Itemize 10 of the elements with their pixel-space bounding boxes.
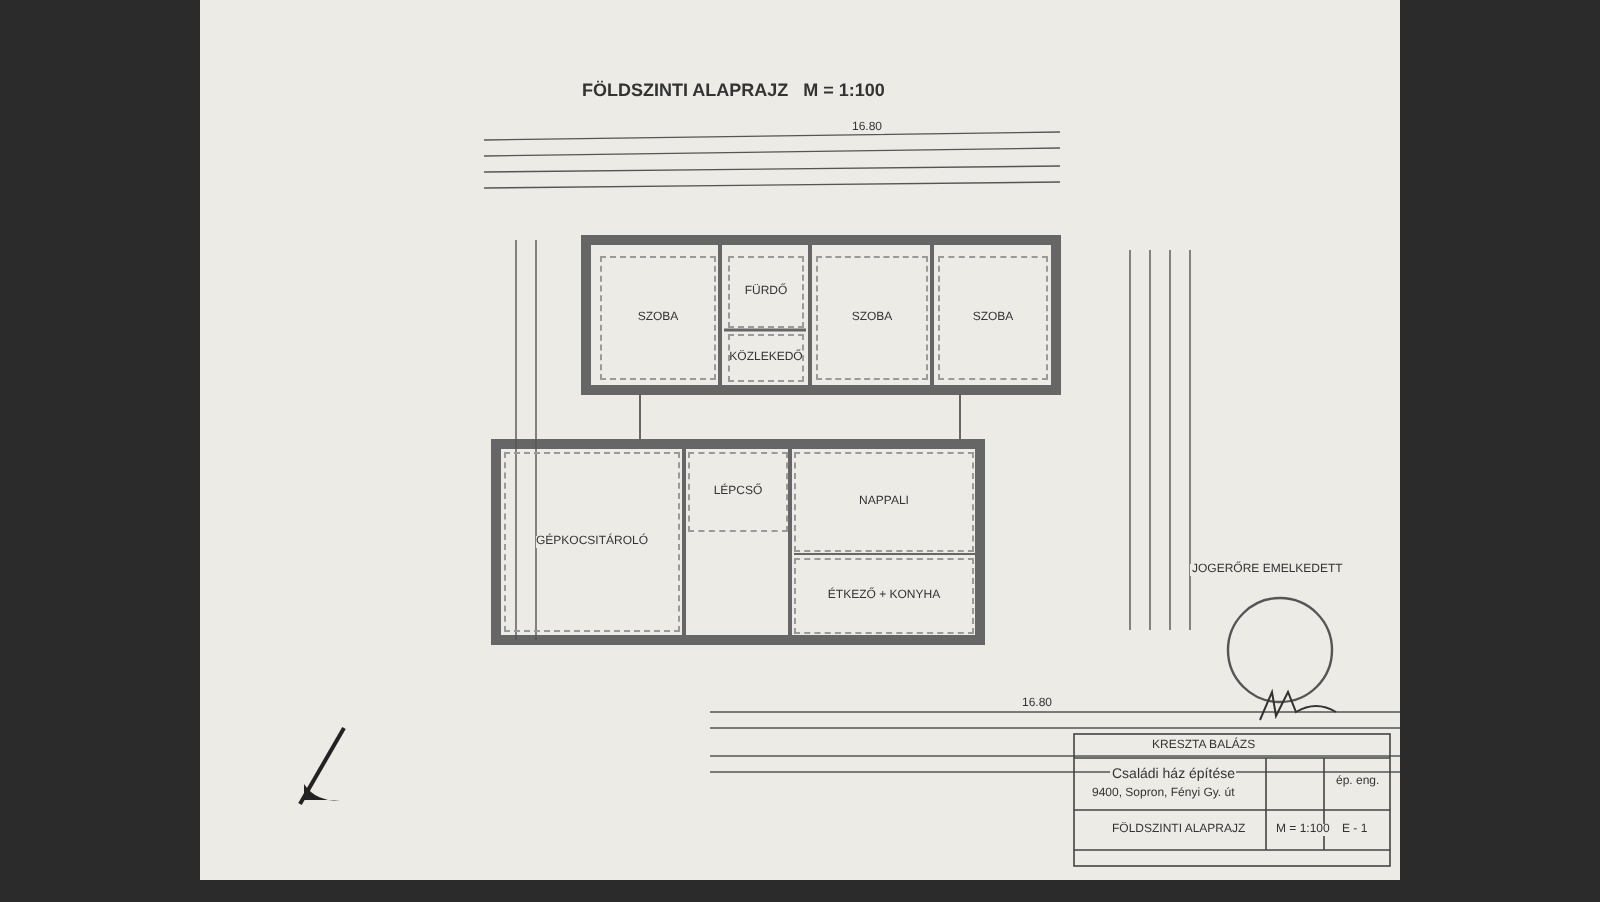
room-area bbox=[938, 256, 1048, 380]
room-area bbox=[794, 452, 974, 552]
room-area bbox=[728, 334, 804, 382]
drawing-title: FÖLDSZINTI ALAPRAJZ M = 1:100 bbox=[580, 82, 887, 100]
room-area bbox=[688, 452, 788, 532]
room-area bbox=[794, 558, 974, 634]
room-area bbox=[504, 452, 680, 632]
room-area bbox=[728, 256, 804, 328]
room-area bbox=[816, 256, 928, 380]
room-area bbox=[600, 256, 716, 380]
